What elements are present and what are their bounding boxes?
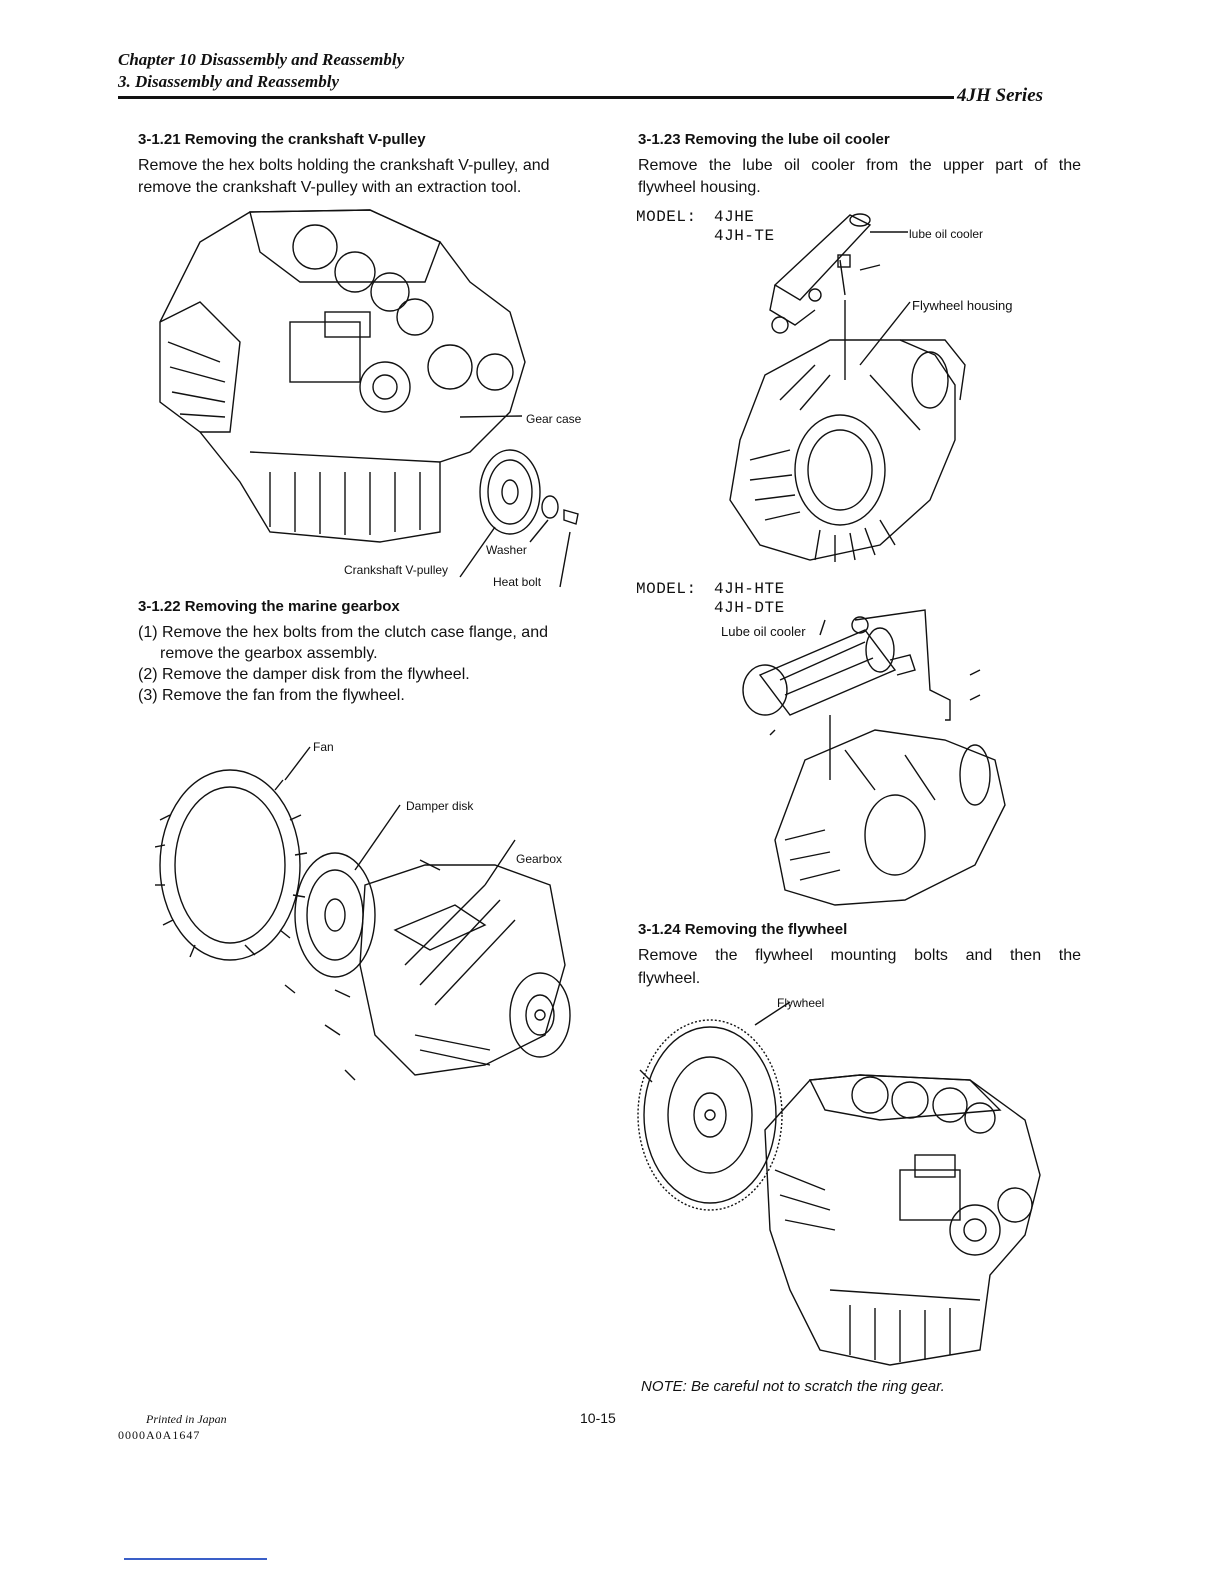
model-2-second: 4JH-DTE (714, 599, 785, 617)
label-lube-oil-cooler-1: lube oil cooler (909, 227, 984, 241)
gearbox-steps: (1) Remove the hex bolts from the clutch… (138, 622, 590, 706)
label-damper-disk: Damper disk (406, 799, 474, 813)
section-3-1-21-text-line2: remove the crankshaft V-pulley with an e… (138, 179, 522, 196)
printed-in-japan: Printed in Japan (146, 1412, 227, 1426)
section-3-1-23-text-line2: flywheel housing. (638, 179, 761, 196)
section-title-3-1-24: 3-1.24 Removing the flywheel (638, 921, 848, 938)
section-title-3-1-23: 3-1.23 Removing the lube oil cooler (638, 131, 890, 148)
crankshaft-pulley-figure (159, 209, 579, 588)
label-heat-bolt: Heat bolt (493, 575, 542, 589)
section-heading: 3. Disassembly and Reassembly (118, 72, 339, 91)
section-3-1-21-text-line1: Remove the hex bolts holding the cranksh… (138, 157, 550, 174)
step-2: (2) Remove the damper disk from the flyw… (138, 666, 470, 683)
label-crankshaft-v-pulley: Crankshaft V-pulley (344, 563, 449, 577)
model-label-1: MODEL: (636, 208, 697, 226)
model-label-2: MODEL: (636, 580, 697, 598)
label-flywheel: Flywheel (777, 996, 825, 1010)
section-3-1-23-text-line1: Remove the lube oil cooler from the uppe… (638, 157, 1081, 174)
document-code: 0000A0A1647 (118, 1428, 201, 1442)
lube-oil-cooler-figure-1 (729, 213, 966, 562)
chapter-heading: Chapter 10 Disassembly and Reassembly (118, 50, 405, 69)
step-1: (1) Remove the hex bolts from the clutch… (138, 624, 548, 662)
model-1-second: 4JH-TE (714, 227, 775, 245)
model-2-first: 4JH-HTE (714, 580, 785, 598)
section-title-3-1-21: 3-1.21 Removing the crankshaft V-pulley (138, 131, 426, 148)
section-3-1-24-text-line2: flywheel. (638, 970, 701, 987)
label-washer: Washer (486, 543, 527, 557)
label-flywheel-housing: Flywheel housing (912, 298, 1013, 313)
label-lube-oil-cooler-2: Lube oil cooler (721, 624, 806, 639)
section-title-3-1-22: 3-1.22 Removing the marine gearbox (138, 598, 400, 615)
step-3: (3) Remove the fan from the flywheel. (138, 687, 405, 704)
label-gearbox: Gearbox (516, 852, 563, 866)
model-1-first: 4JHE (714, 208, 755, 226)
label-fan: Fan (313, 740, 334, 754)
lube-oil-cooler-figure-2 (742, 609, 1006, 906)
bottom-accent-bar (124, 1558, 267, 1560)
section-3-1-24-text-line1: Remove the flywheel mounting bolts and t… (638, 947, 1081, 964)
flywheel-figure (637, 1001, 1041, 1366)
page-number: 10-15 (580, 1410, 616, 1426)
ring-gear-note: NOTE: Be careful not to scratch the ring… (641, 1378, 945, 1395)
gearbox-exploded-figure (155, 746, 571, 1081)
header-rule (118, 96, 954, 99)
series-label: 4JH Series (957, 85, 1044, 106)
label-gear-case: Gear case (526, 412, 582, 426)
